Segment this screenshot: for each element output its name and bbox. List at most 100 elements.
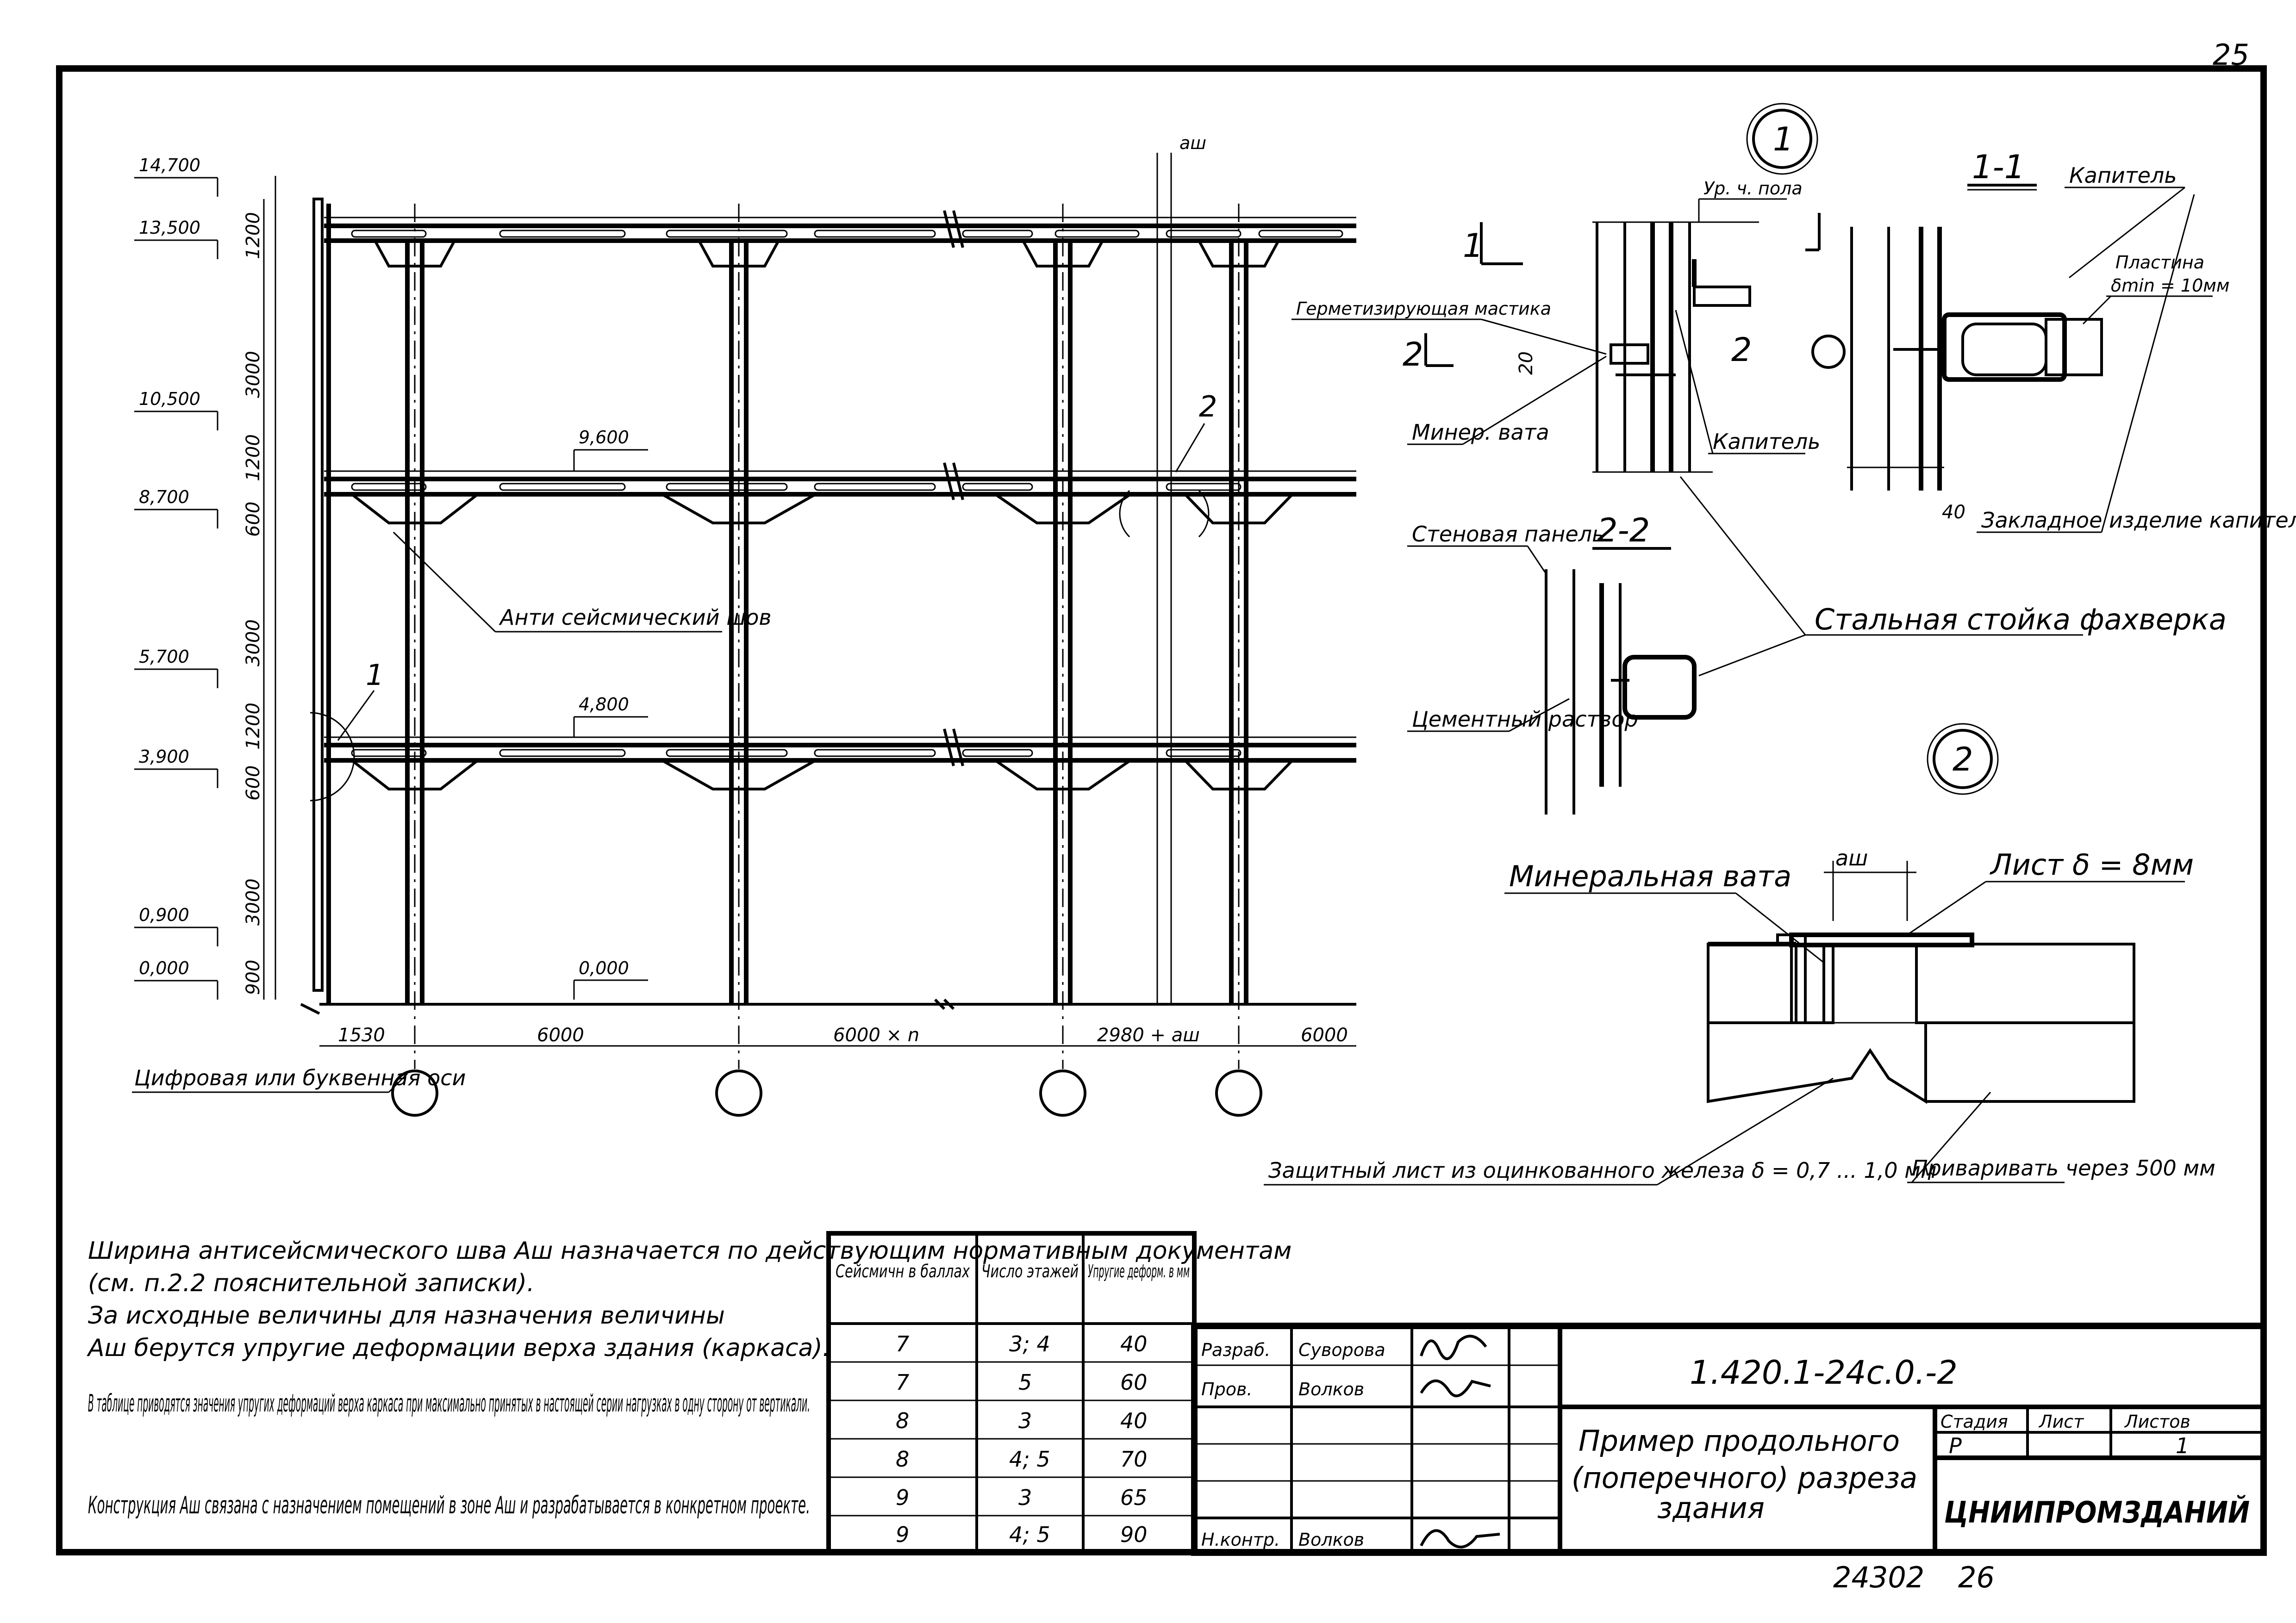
svg-text:δmin = 10мм: δmin = 10мм — [2111, 275, 2230, 296]
stamp-name-checker: Волков — [1298, 1379, 1364, 1399]
beam-level-top — [324, 217, 1356, 243]
concrete-block-right — [1915, 943, 2135, 1024]
note-line-1: Ширина антисейсмического шва Aш назначае… — [88, 1237, 1292, 1265]
detail-1-bubble — [1752, 109, 1812, 169]
table-row-1-c2: 3; 4 — [1009, 1331, 1050, 1356]
stamp-sheets-header: Листов — [2124, 1412, 2190, 1432]
svg-text:10,500: 10,500 — [139, 389, 200, 409]
callout-1-label: 1 — [366, 658, 384, 692]
svg-text:Пластина: Пластина — [2115, 252, 2204, 273]
svg-text:Стеновая панель: Стеновая панель — [1412, 522, 1604, 547]
table-row-5-c3: 65 — [1120, 1485, 1148, 1510]
svg-text:600: 600 — [243, 765, 264, 801]
floor-level-3: 0,000 — [579, 958, 629, 978]
stamp-title-line-3: здания — [1657, 1491, 1765, 1525]
svg-text:20: 20 — [1516, 351, 1537, 375]
svg-text:1200: 1200 — [243, 212, 264, 259]
table-header-seismic: Сейсмичн в баллах — [836, 1261, 970, 1281]
svg-text:6000: 6000 — [537, 1025, 584, 1046]
svg-text:3000: 3000 — [243, 878, 264, 926]
svg-text:1200: 1200 — [243, 703, 264, 750]
note-line-6: Конструкция Aш связана с назначением пом… — [88, 1492, 810, 1519]
steel-sheet — [1789, 933, 1974, 947]
callout-2-label: 2 — [1199, 390, 1217, 423]
signature-3 — [1420, 1529, 1500, 1548]
stamp-role-developer: Разраб. — [1201, 1340, 1270, 1360]
svg-text:0,900: 0,900 — [139, 905, 189, 925]
note-line-2: (см. п.2.2 пояснительной записки). — [88, 1269, 535, 1297]
stamp-organization: ЦНИИПРОМЗДАНИЙ — [1944, 1495, 2250, 1530]
svg-text:900: 900 — [243, 960, 264, 995]
concrete-block-left — [1707, 943, 1797, 1024]
svg-text:Ур. ч. пола: Ур. ч. пола — [1703, 178, 1803, 199]
callout-arc-1 — [310, 712, 355, 802]
axis-bubble-2 — [715, 1070, 762, 1117]
svg-text:Лист δ = 8мм: Лист δ = 8мм — [1990, 848, 2194, 882]
svg-text:3000: 3000 — [243, 619, 264, 666]
table-row-1-c3: 40 — [1120, 1331, 1148, 1356]
note-line-5: В таблице приводятся значения упругих де… — [88, 1390, 810, 1418]
column-axis-3 — [991, 204, 1135, 1069]
joint-seam-label: Анти сейсмический шов — [499, 605, 772, 630]
detail-2: 2 aш Минеральная вата Лист δ = 8мм Защит… — [1264, 723, 2215, 1186]
detail-1: 1 1 Ур. ч. пола Герметизирующая мастика … — [1292, 103, 2037, 473]
detail-2-number: 2 — [1953, 740, 1973, 778]
table-header-floors: Число этажей — [981, 1261, 1079, 1281]
stamp-name-developer: Суворова — [1298, 1340, 1385, 1360]
svg-text:3000: 3000 — [243, 351, 264, 398]
table-row-4-c1: 8 — [896, 1447, 909, 1472]
title-block: Разраб. Пров. Н.контр. Суворова Волков В… — [1191, 1323, 2267, 1556]
detail-2-bubble — [1933, 729, 1993, 789]
svg-text:14,700: 14,700 — [139, 155, 200, 175]
svg-text:aш: aш — [1835, 846, 1868, 871]
svg-text:Стальная стойка фахверка: Стальная стойка фахверка — [1815, 603, 2227, 636]
note-line-3: За исходные величины для назначения вели… — [88, 1302, 725, 1330]
notes-block: Ширина антисейсмического шва Aш назначае… — [87, 1237, 1292, 1519]
column-axis-1 — [348, 204, 482, 1069]
elevation-marks: 14,700 13,500 10,500 8,700 5,700 3,900 0… — [134, 155, 218, 1000]
table-row-3-c1: 8 — [896, 1408, 909, 1433]
svg-text:1530: 1530 — [338, 1025, 385, 1046]
axis-bubble-3 — [1039, 1070, 1086, 1117]
svg-text:3,900: 3,900 — [139, 746, 189, 767]
table-row-2-c1: 7 — [896, 1370, 909, 1395]
svg-text:Защитный лист из оцинкованного: Защитный лист из оцинкованного железа δ … — [1268, 1158, 1937, 1183]
svg-text:600: 600 — [243, 502, 264, 537]
svg-text:Герметизирующая мастика: Герметизирующая мастика — [1296, 298, 1551, 319]
stamp-title-line-1: Пример продольного — [1578, 1424, 1900, 1458]
slab-voids — [351, 230, 1343, 757]
floor-level-2: 4,800 — [579, 694, 629, 715]
vertical-dim-chain: 1200 3000 1200 600 3000 1200 600 3000 90… — [243, 199, 265, 1000]
stamp-title-line-2: (поперечного) разреза — [1572, 1461, 1917, 1495]
table-header-deform: Упругие деформ. в мм — [1088, 1261, 1190, 1281]
svg-text:40: 40 — [1942, 502, 1965, 523]
table-row-3-c3: 40 — [1120, 1408, 1148, 1433]
table-row-4-c2: 4; 5 — [1009, 1447, 1050, 1472]
floor-level-1: 9,600 — [579, 427, 629, 448]
svg-text:6000 × n: 6000 × n — [833, 1025, 919, 1046]
left-wall-panel — [312, 198, 324, 992]
svg-text:5,700: 5,700 — [139, 647, 189, 667]
svg-text:1200: 1200 — [243, 434, 264, 481]
table-row-5-c1: 9 — [896, 1485, 909, 1510]
table-row-2-c2: 5 — [1018, 1370, 1032, 1395]
section-11-title: 1-1 — [1972, 148, 2025, 186]
signature-2 — [1420, 1379, 1491, 1398]
detail-2-2: 2-2 Стеновая панель Цементный раствор Ст… — [1407, 476, 2227, 815]
column-axis-2 — [656, 204, 821, 1069]
table-row-6-c3: 90 — [1120, 1522, 1148, 1547]
table-row-3-c2: 3 — [1018, 1408, 1032, 1433]
footer-page-number: 26 — [1958, 1561, 1995, 1594]
svg-text:Закладное изделие капители: Закладное изделие капители — [1981, 508, 2296, 533]
stamp-sheets-value: 1 — [2176, 1433, 2189, 1458]
detail-1-number: 1 — [1773, 120, 1794, 158]
svg-text:6000: 6000 — [1301, 1025, 1348, 1046]
section-22-title: 2-2 — [1597, 511, 1650, 549]
svg-text:Капитель: Капитель — [1713, 429, 1820, 454]
break-marks — [934, 210, 964, 1010]
deformation-table: Сейсмичн в баллах Число этажей Упругие д… — [826, 1231, 1197, 1555]
stamp-role-checker: Пров. — [1201, 1379, 1252, 1399]
footer-inventory-number: 24302 — [1833, 1561, 1924, 1594]
stamp-role-normcontrol: Н.контр. — [1201, 1530, 1280, 1550]
